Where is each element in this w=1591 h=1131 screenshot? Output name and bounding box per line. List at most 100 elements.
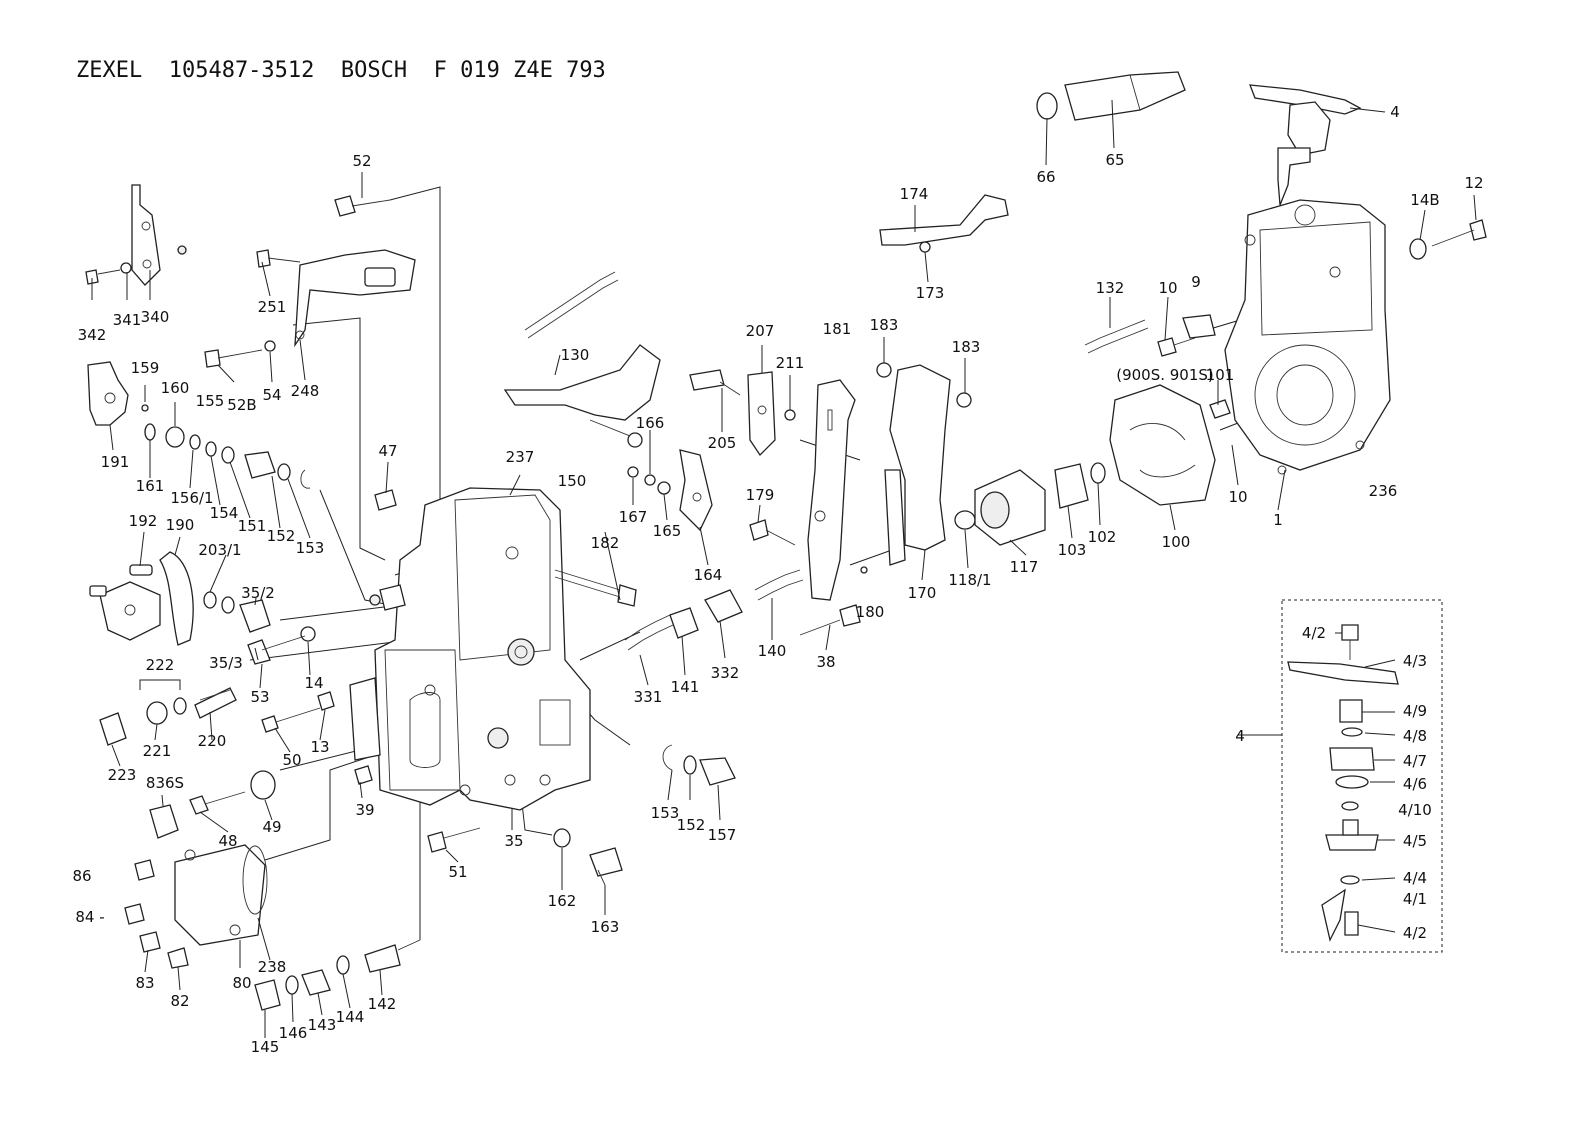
screw-220-group — [99, 687, 237, 746]
callout-342: 342 — [78, 326, 107, 344]
callout-190: 190 — [166, 516, 195, 534]
callout-118-1: 118/1 — [948, 571, 991, 589]
stack-145-142 — [254, 939, 421, 1011]
detail-callout-4-9: 4/9 — [1403, 702, 1427, 720]
lever-181 — [807, 379, 868, 601]
detail-callout-4-1: 4/1 — [1403, 890, 1427, 908]
callout-151: 151 — [238, 517, 267, 535]
part-179 — [749, 519, 796, 546]
detail-callout-4: 4 — [1235, 727, 1245, 745]
callout-142: 142 — [368, 995, 397, 1013]
callout-52b: 52B — [227, 396, 256, 414]
callout-248: 248 — [291, 382, 320, 400]
callout-14: 14 — [304, 674, 323, 692]
callout-132: 132 — [1096, 279, 1125, 297]
screw-182 — [554, 569, 637, 607]
callout-143: 143 — [308, 1016, 337, 1034]
callout-4-top: 4 — [1390, 103, 1400, 121]
callout-51: 51 — [448, 863, 467, 881]
detail-callout-4-10: 4/10 — [1398, 801, 1432, 819]
parts-65-66 — [1036, 71, 1186, 121]
detail-callout-4-2a: 4/2 — [1302, 624, 1326, 642]
callout-162: 162 — [548, 892, 577, 910]
callout-331: 331 — [634, 688, 663, 706]
parts-836s-48-49 — [149, 770, 276, 839]
callout-165: 165 — [653, 522, 682, 540]
callout-39: 39 — [355, 801, 374, 819]
callout-130: 130 — [561, 346, 590, 364]
callout-1: 1 — [1273, 511, 1283, 529]
detail-labels: 4/2 4/3 4/9 4/8 4/7 4/6 4/10 4/5 4/4 4/1… — [1235, 624, 1432, 942]
callout-174: 174 — [900, 185, 929, 203]
callout-181: 181 — [823, 320, 852, 338]
callout-101: 101 — [1206, 366, 1235, 384]
lever-170 — [876, 362, 976, 566]
callout-211: 211 — [776, 354, 805, 372]
callout-10b: 10 — [1228, 488, 1247, 506]
callout-205: 205 — [708, 434, 737, 452]
screw-51 — [427, 827, 481, 853]
callout-836s: 836S — [146, 774, 184, 792]
detail-callout-4-4: 4/4 — [1403, 869, 1427, 887]
callout-83: 83 — [135, 974, 154, 992]
callout-150: 150 — [558, 472, 587, 490]
callout-221: 221 — [143, 742, 172, 760]
callout-203-1: 203/1 — [198, 541, 241, 559]
callout-84: 84 - — [75, 908, 104, 926]
callout-140: 140 — [758, 642, 787, 660]
callout-157: 157 — [708, 826, 737, 844]
callout-153b: 153 — [651, 804, 680, 822]
callout-900s-901s: (900S. 901S) — [1116, 366, 1214, 384]
callout-50: 50 — [282, 751, 301, 769]
callout-103: 103 — [1058, 541, 1087, 559]
callout-170: 170 — [908, 584, 937, 602]
callout-47: 47 — [378, 442, 397, 460]
callout-167: 167 — [619, 508, 648, 526]
callout-146: 146 — [279, 1024, 308, 1042]
callout-220: 220 — [198, 732, 227, 750]
callout-35-2: 35/2 — [241, 584, 275, 602]
callout-86: 86 — [72, 867, 91, 885]
callout-48: 48 — [218, 832, 237, 850]
callout-155: 155 — [196, 392, 225, 410]
callout-180: 180 — [856, 603, 885, 621]
callout-65: 65 — [1105, 151, 1124, 169]
callout-38: 38 — [816, 653, 835, 671]
parts-132-9 — [1084, 314, 1231, 419]
callout-144: 144 — [336, 1008, 365, 1026]
parts-205-211 — [689, 369, 796, 457]
detail-callout-4-7: 4/7 — [1403, 752, 1427, 770]
callout-153: 153 — [296, 539, 325, 557]
callout-156-1: 156/1 — [170, 489, 213, 507]
leader-lines — [91, 99, 1477, 1038]
callout-66: 66 — [1036, 168, 1055, 186]
callout-332: 332 — [711, 664, 740, 682]
callout-100: 100 — [1162, 533, 1191, 551]
cover-80-group — [124, 844, 268, 969]
callout-14b: 14B — [1410, 191, 1439, 209]
callout-236: 236 — [1369, 482, 1398, 500]
callout-154: 154 — [210, 504, 239, 522]
bracket-340-group — [85, 184, 187, 286]
callout-163: 163 — [591, 918, 620, 936]
callout-191: 191 — [101, 453, 130, 471]
callout-251: 251 — [258, 298, 287, 316]
governor-housing-1 — [1224, 199, 1391, 475]
detail-callout-4-3: 4/3 — [1403, 652, 1427, 670]
spring-130-lever — [503, 271, 661, 448]
lever-174 — [879, 194, 1009, 253]
lever-190-group — [89, 551, 316, 665]
detail-callout-4-8: 4/8 — [1403, 727, 1427, 745]
callout-173: 173 — [916, 284, 945, 302]
callout-340: 340 — [141, 308, 170, 326]
callout-152b: 152 — [677, 816, 706, 834]
callout-237: 237 — [506, 448, 535, 466]
callout-161: 161 — [136, 477, 165, 495]
callout-207: 207 — [746, 322, 775, 340]
detail-callout-4-5: 4/5 — [1403, 832, 1427, 850]
callout-179: 179 — [746, 486, 775, 504]
flyweight-assembly — [974, 384, 1216, 546]
callout-183b: 183 — [952, 338, 981, 356]
parts-164-167 — [627, 449, 713, 532]
